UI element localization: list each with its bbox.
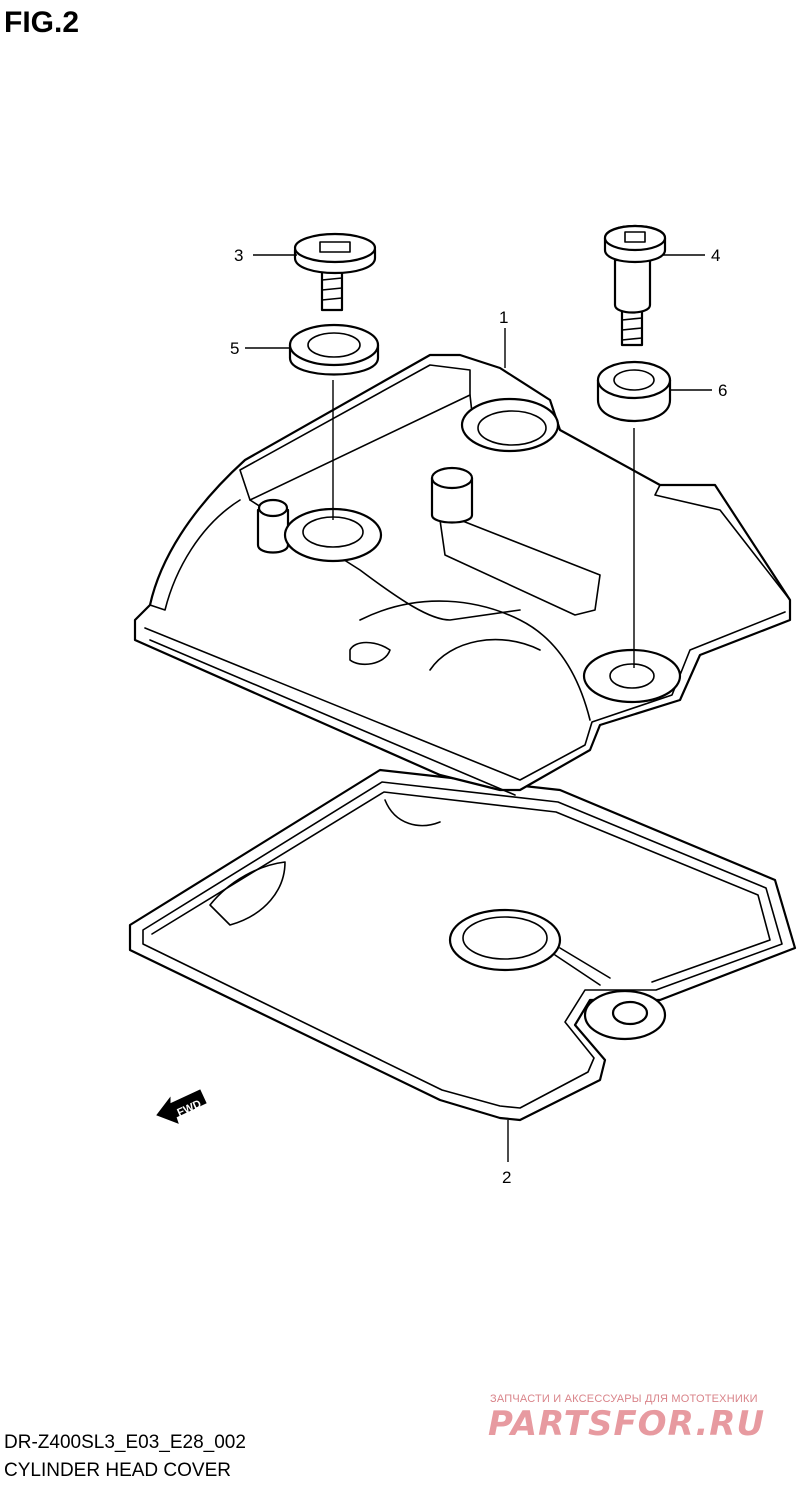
- cylinder-head-cover-part-1: [133, 353, 792, 796]
- callout-2: 2: [502, 1168, 511, 1187]
- gasket-part-2: [128, 768, 797, 1122]
- diagram-caption: CYLINDER HEAD COVER: [4, 1460, 231, 1481]
- callout-6: 6: [718, 381, 727, 400]
- callout-5: 5: [230, 339, 239, 358]
- watermark-tagline: ЗАПЧАСТИ И АКСЕССУАРЫ ДЛЯ МОТОТЕХНИКИ: [490, 1393, 758, 1405]
- callout-3: 3: [234, 246, 243, 265]
- watermark-brand-logo: PARTSFOR.RU: [488, 1404, 766, 1444]
- callout-4: 4: [711, 246, 720, 265]
- grommet-part-6: [596, 360, 672, 423]
- diagram-code: DR-Z400SL3_E03_E28_002: [4, 1432, 246, 1453]
- seal-washer-part-5: [288, 323, 380, 376]
- bolt-part-4: [603, 224, 667, 347]
- forward-arrow-icon: FWD: [156, 1089, 207, 1124]
- bolt-part-3: [293, 232, 377, 312]
- callout-1: 1: [499, 308, 508, 327]
- figure-title: FIG.2: [4, 6, 80, 39]
